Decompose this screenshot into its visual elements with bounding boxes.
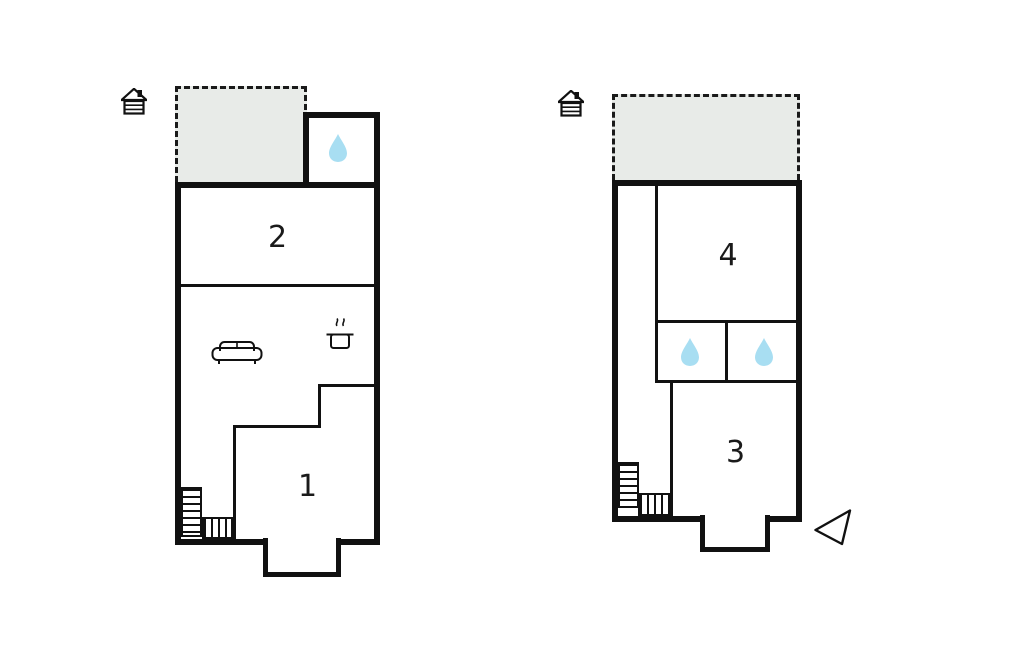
interior-wall (655, 186, 658, 383)
interior-wall (181, 284, 374, 287)
interior-wall (318, 384, 374, 387)
room-label-1: 1 (297, 469, 318, 504)
house-icon (121, 88, 147, 116)
room-label-4: 4 (718, 238, 738, 273)
interior-wall (233, 425, 236, 539)
house-icon (558, 90, 584, 118)
stairs-hatch (202, 517, 233, 539)
stairs-hatch (618, 462, 639, 508)
entrance-porch (263, 538, 341, 577)
water-drop-icon (327, 133, 349, 163)
interior-wall (318, 384, 321, 428)
room-label-3: 3 (725, 435, 746, 470)
room-label-2: 2 (267, 220, 288, 255)
terrace-area (175, 86, 307, 182)
water-drop-icon (753, 337, 775, 367)
stove-icon (325, 317, 355, 356)
interior-wall (725, 320, 728, 383)
interior-wall (670, 380, 673, 516)
entrance-porch (700, 515, 770, 552)
sofa-icon (211, 338, 263, 366)
interior-wall (655, 380, 796, 383)
stairs-hatch (638, 493, 671, 516)
water-drop-icon (679, 337, 701, 367)
interior-wall (233, 425, 321, 428)
stairs-hatch (181, 487, 202, 537)
entrance-arrow-icon (814, 509, 852, 546)
terrace-area (612, 94, 800, 180)
